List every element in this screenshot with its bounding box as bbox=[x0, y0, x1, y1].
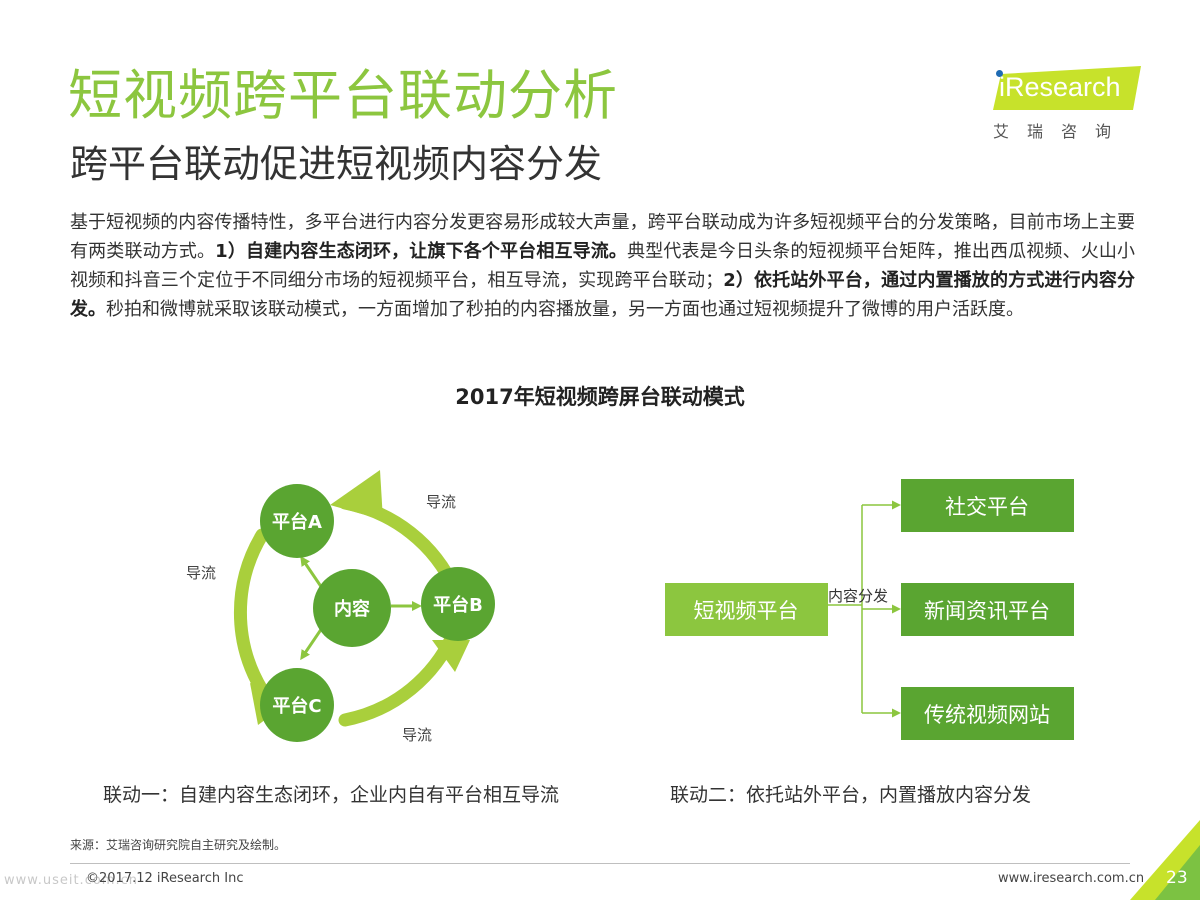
node-platform-b-label: 平台B bbox=[433, 594, 483, 616]
logo-dot bbox=[996, 70, 1003, 77]
intro-paragraph: 基于短视频的内容传播特性，多平台进行内容分发更容易形成较大声量，跨平台联动成为许… bbox=[70, 208, 1135, 324]
footer-url: www.iresearch.com.cn bbox=[998, 871, 1145, 886]
cycle-arc-c-to-a bbox=[233, 528, 269, 697]
source-box-label: 短视频平台 bbox=[694, 599, 799, 623]
footer-divider bbox=[70, 863, 1130, 864]
arrow-content-to-a bbox=[300, 555, 324, 589]
node-content-label: 内容 bbox=[334, 598, 370, 620]
cycle-arrowhead-bottom bbox=[432, 640, 470, 672]
paragraph-text-2: 典型代表是今日头条的短视频平台矩阵，推出西瓜视频、火山小视频和抖音三个定位于不同… bbox=[70, 241, 1136, 291]
arrow-content-to-c bbox=[300, 627, 324, 661]
caption-linkage-two: 联动二：依托站外平台，内置播放内容分发 bbox=[670, 784, 1032, 806]
edge-label-distribution: 内容分发 bbox=[828, 587, 888, 605]
source-note: 来源：艾瑞咨询研究院自主研究及绘制。 bbox=[70, 838, 287, 852]
logo-chinese-name: 艾瑞咨询 bbox=[993, 122, 1130, 141]
target-box-video-site-label: 传统视频网站 bbox=[924, 703, 1050, 727]
node-platform-c: 平台C bbox=[260, 668, 334, 742]
paragraph-text-3: 秒拍和微博就采取该联动模式，一方面增加了秒拍的内容播放量，另一方面也通过短视频提… bbox=[106, 299, 1024, 320]
caption-linkage-one: 联动一：自建内容生态闭环，企业内自有平台相互导流 bbox=[103, 784, 560, 806]
iresearch-logo: iResearch 艾瑞咨询 bbox=[985, 62, 1145, 142]
page-subtitle: 跨平台联动促进短视频内容分发 bbox=[70, 142, 603, 186]
flow-label-bottom: 导流 bbox=[402, 726, 432, 744]
node-platform-a-label: 平台A bbox=[272, 511, 322, 533]
paragraph-bold-2: 2）依托站外平台，通过内置播放的方式进行内容分发。 bbox=[70, 270, 1135, 320]
flow-label-top: 导流 bbox=[426, 493, 456, 511]
diagram-title: 2017年短视频跨屏台联动模式 bbox=[455, 385, 745, 409]
target-box-social-label: 社交平台 bbox=[945, 495, 1029, 519]
node-platform-c-label: 平台C bbox=[272, 695, 321, 717]
logo-text: iResearch bbox=[999, 72, 1121, 102]
paragraph-text-1: 基于短视频的内容传播特性，多平台进行内容分发更容易形成较大声量，跨平台联动成为许… bbox=[70, 212, 1135, 262]
target-box-social: 社交平台 bbox=[901, 479, 1074, 532]
page-number: 23 bbox=[1166, 868, 1188, 888]
copyright: ©2017.12 iResearch Inc bbox=[86, 871, 244, 886]
paragraph-bold-1: 1）自建内容生态闭环，让旗下各个平台相互导流。 bbox=[215, 241, 628, 262]
cycle-arrowhead-top bbox=[330, 470, 383, 520]
target-box-video-site: 传统视频网站 bbox=[901, 687, 1074, 740]
watermark: www.useit.com.cn bbox=[4, 873, 138, 888]
target-box-news: 新闻资讯平台 bbox=[901, 583, 1074, 636]
source-box-short-video: 短视频平台 bbox=[665, 583, 828, 636]
page-title: 短视频跨平台联动分析 bbox=[68, 64, 618, 127]
logo-parallelogram bbox=[993, 66, 1141, 110]
node-platform-a: 平台A bbox=[260, 484, 334, 558]
flow-label-left: 导流 bbox=[186, 564, 216, 582]
node-content: 内容 bbox=[313, 569, 391, 647]
node-platform-b: 平台B bbox=[421, 567, 495, 641]
target-box-news-label: 新闻资讯平台 bbox=[924, 599, 1050, 623]
